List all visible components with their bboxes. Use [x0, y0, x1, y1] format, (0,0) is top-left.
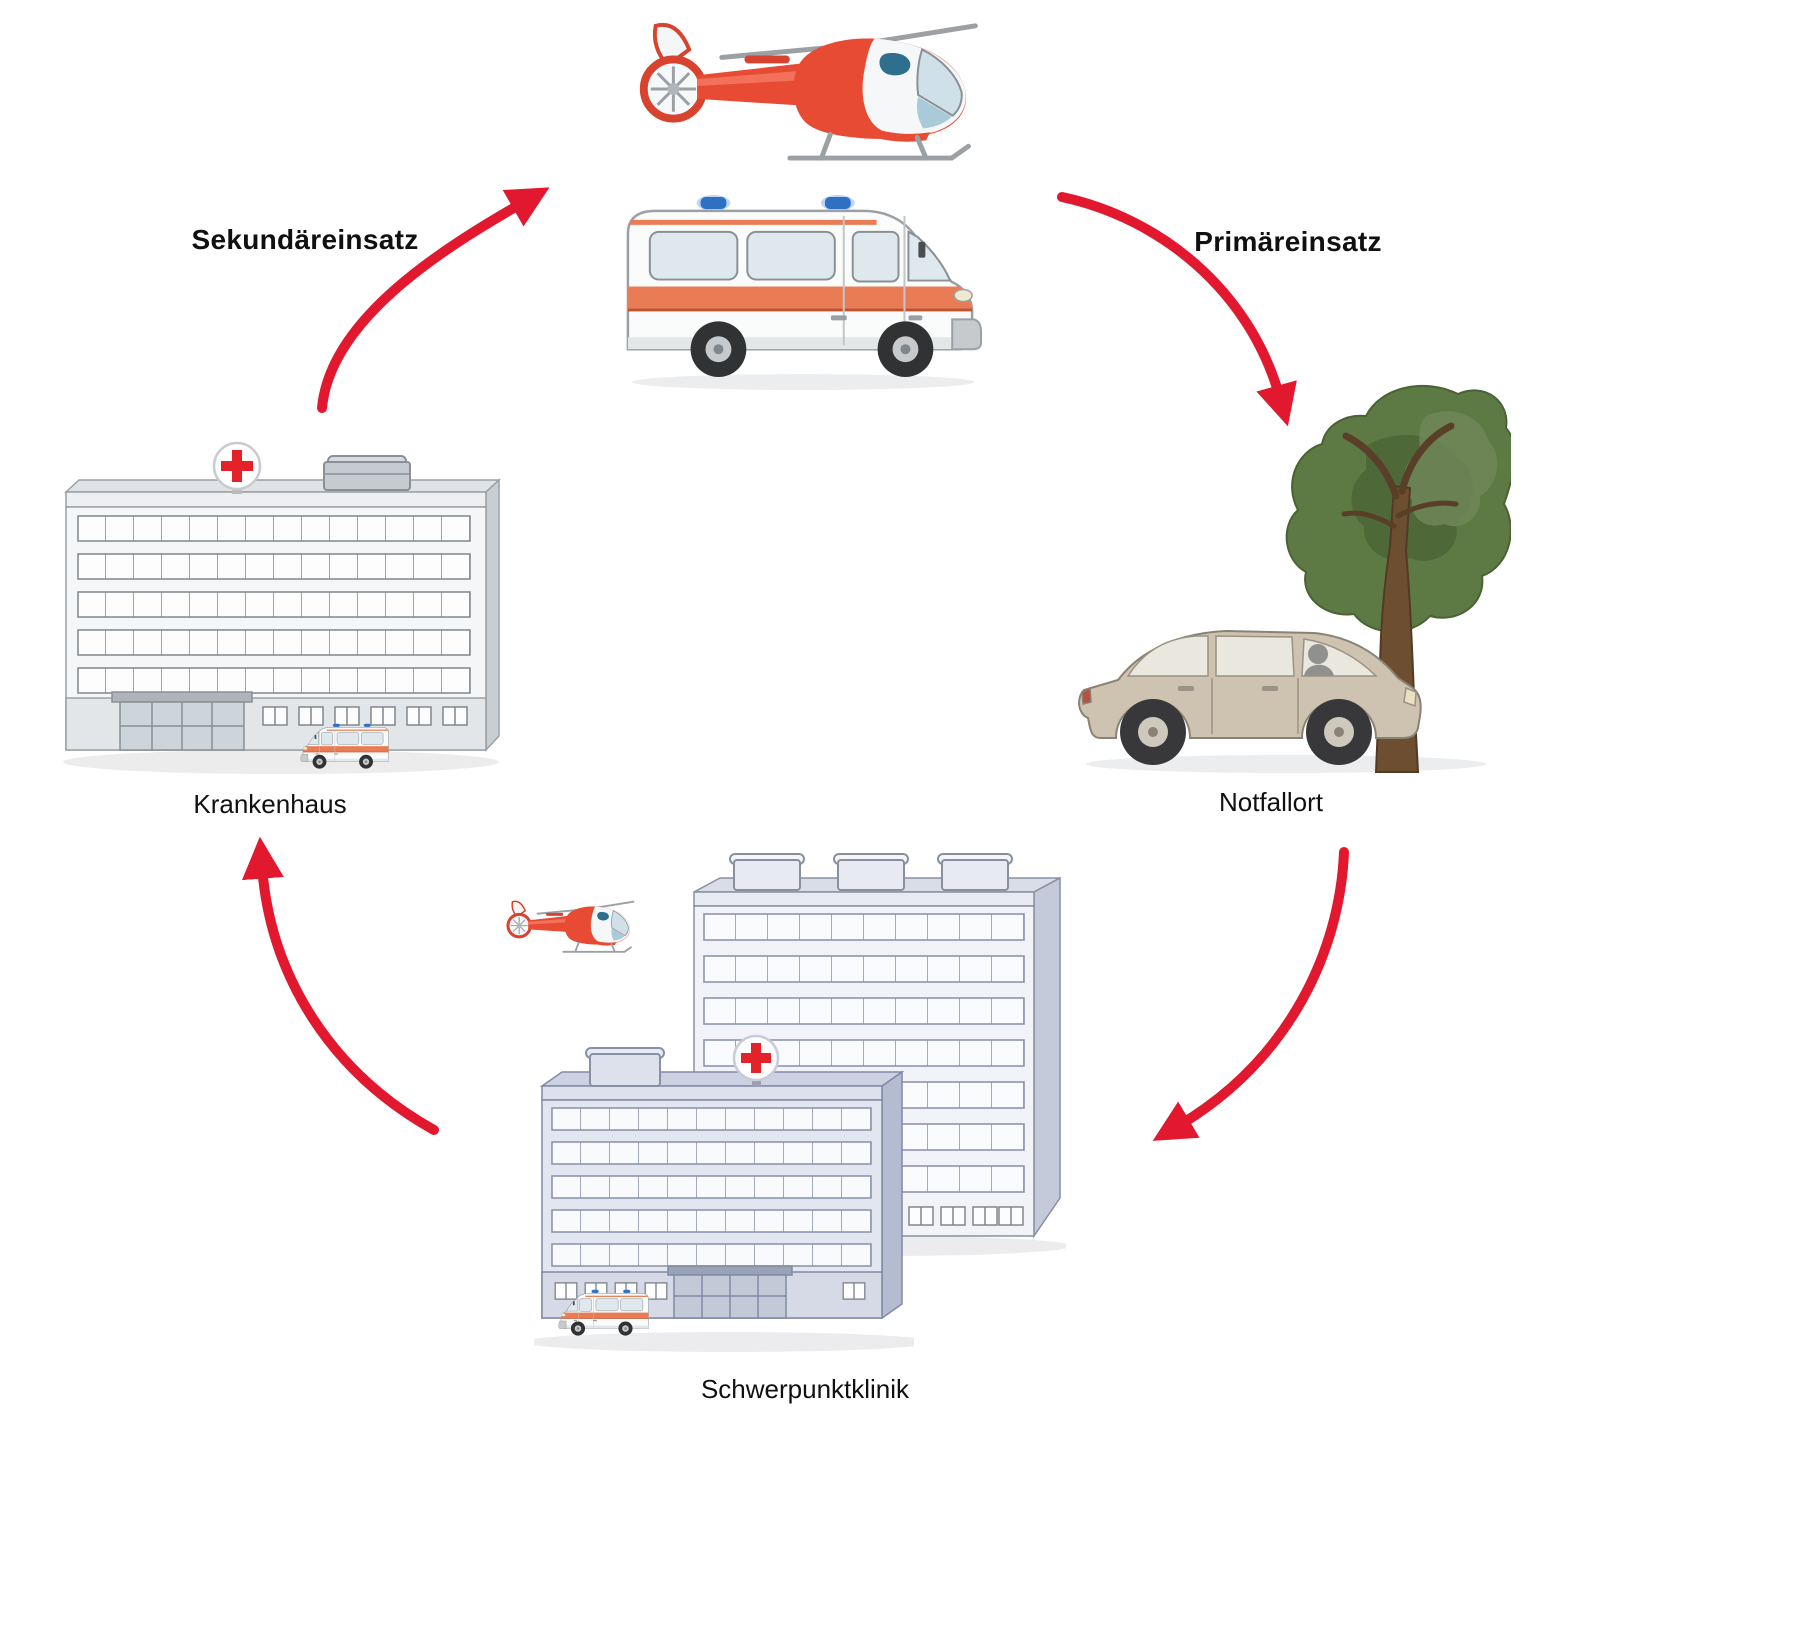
red-cross-sign-icon — [732, 1034, 780, 1086]
small-ambulance-icon — [556, 1288, 652, 1340]
label-krankenhaus: Krankenhaus — [193, 789, 347, 819]
label-notfallort: Notfallort — [1218, 787, 1324, 817]
label-primaereinsatz: Primäreinsatz — [1194, 226, 1382, 257]
red-cross-sign-icon — [212, 441, 262, 494]
car-crash-tree-icon — [1078, 384, 1511, 773]
label-sekundaereinsatz: Sekundäreinsatz — [191, 224, 419, 255]
helicopter-icon — [628, 6, 1003, 174]
small-helicopter-icon — [502, 894, 644, 958]
arrow-site-to-clinic — [1152, 847, 1349, 1141]
label-schwerpunktklinik: Schwerpunktklinik — [700, 1374, 910, 1404]
rooftop-unit-icon — [729, 853, 1013, 891]
hospital-building-icon — [63, 441, 501, 774]
arrow-clinic-to-hospital — [241, 836, 439, 1135]
rooftop-unit-icon — [585, 1047, 665, 1087]
clinic-front-building-icon — [534, 1034, 914, 1352]
small-ambulance-icon — [298, 722, 392, 773]
rooftop-unit-icon — [323, 455, 411, 491]
ambulance-icon — [614, 190, 992, 394]
